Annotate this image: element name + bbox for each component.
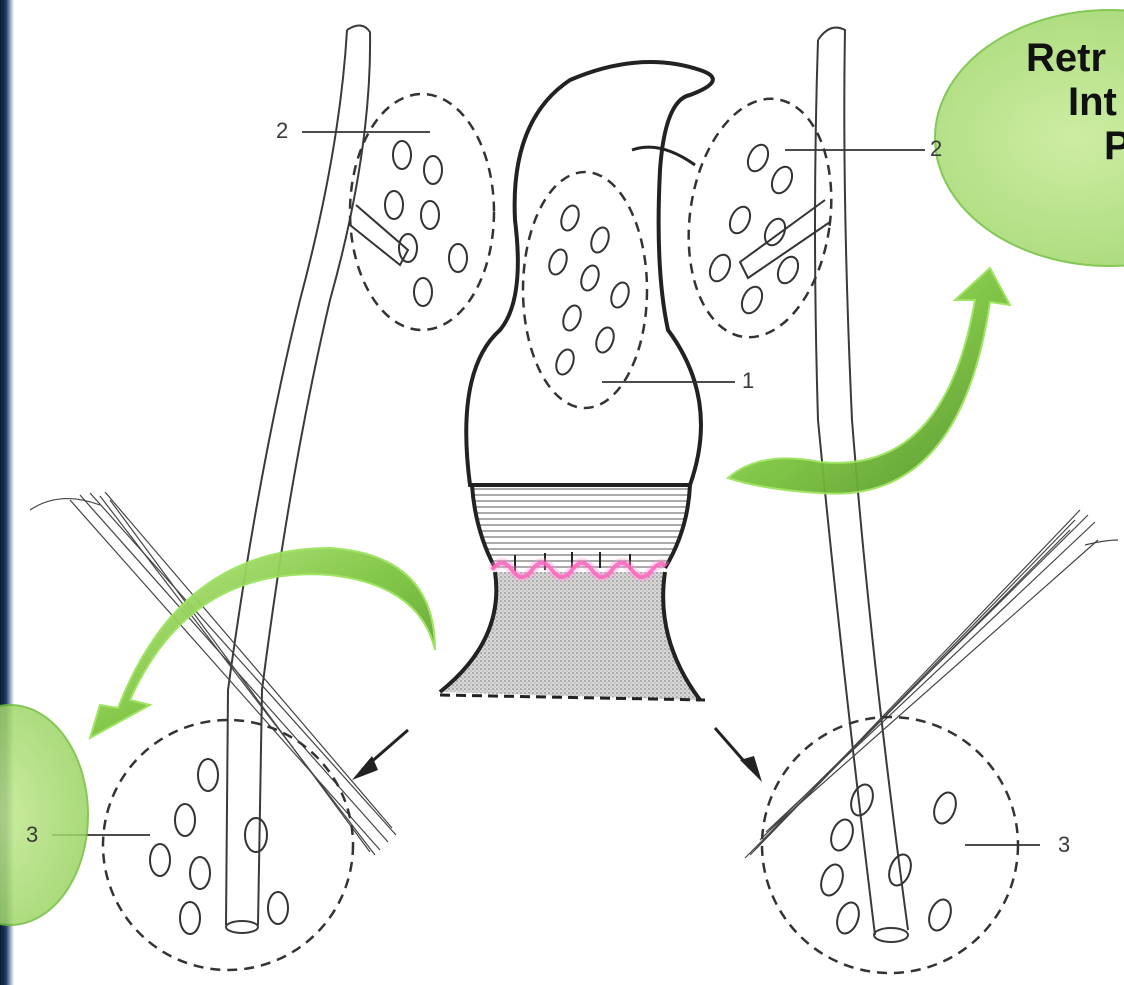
label-2-right: 2 — [930, 136, 942, 162]
label-3-right: 3 — [1058, 832, 1070, 858]
green-arrow-right — [728, 268, 1010, 494]
right-upper-node-group — [674, 89, 846, 346]
small-arrow-left — [352, 730, 408, 780]
left-upper-node-group — [350, 94, 494, 330]
callout-text: Retr Int P — [1022, 36, 1124, 168]
small-arrow-right — [715, 728, 762, 782]
callout-line-3: P — [1022, 124, 1124, 168]
label-1: 1 — [742, 368, 754, 394]
callout-line-1: Retr — [1022, 36, 1124, 80]
callout-line-2: Int — [1022, 80, 1124, 124]
label-2-left: 2 — [276, 118, 288, 144]
label-3-left: 3 — [26, 822, 38, 848]
central-organ — [440, 62, 713, 700]
callout-bubble-bottom-left — [0, 705, 88, 925]
right-ligament — [745, 510, 1118, 858]
